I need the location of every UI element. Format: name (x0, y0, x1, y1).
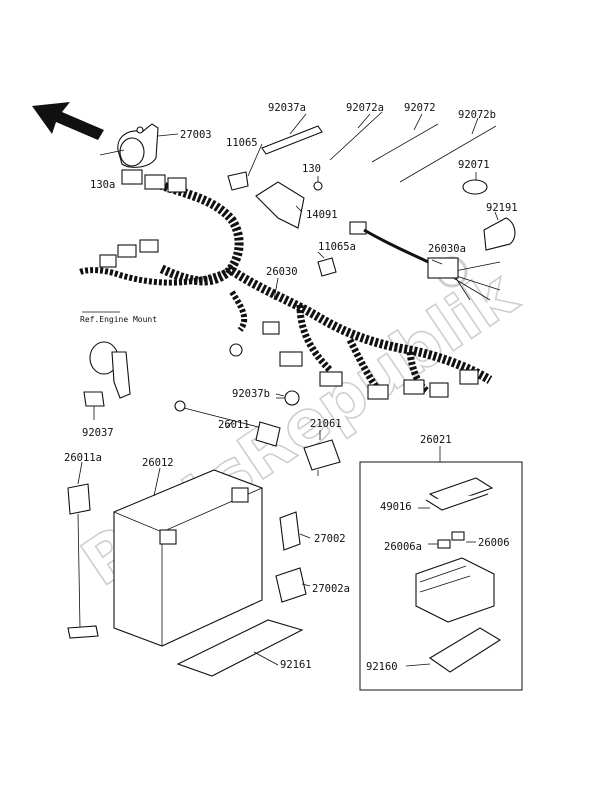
label-92161: 92161 (280, 659, 312, 671)
label-26012: 26012 (142, 457, 174, 469)
bands-and-ties (261, 111, 516, 251)
front-direction-arrow-icon (32, 102, 104, 140)
fuse-box-inset (359, 461, 523, 691)
label-26030: 26030 (266, 266, 298, 278)
label-92072a: 92072a (346, 102, 384, 114)
label-92160: 92160 (366, 661, 398, 673)
clamp-part (276, 390, 300, 406)
battery-cable-part (174, 400, 281, 447)
reference-note: Ref.Engine Mount (80, 315, 157, 324)
label-130: 130 (302, 163, 321, 175)
label-26021: 26021 (420, 434, 452, 446)
relay-part (303, 439, 341, 476)
label-26006a: 26006a (384, 541, 422, 553)
label-49016: 49016 (380, 501, 412, 513)
ground-cable-part (67, 483, 99, 639)
label-130a: 130a (90, 179, 115, 191)
label-11065a: 11065a (318, 241, 356, 253)
fuse-part (275, 511, 307, 603)
label-92191: 92191 (486, 202, 518, 214)
label-26006: 26006 (478, 537, 510, 549)
part-labels: 27003 130a 11065 92037a 92072a 92072 920… (64, 102, 518, 673)
label-92072b: 92072b (458, 109, 496, 121)
label-26011a: 26011a (64, 452, 102, 464)
label-11065: 11065 (226, 137, 258, 149)
label-27002a: 27002a (312, 583, 350, 595)
leader-lines (77, 113, 499, 667)
main-wiring-harness (78, 169, 493, 400)
label-26030a: 26030a (428, 243, 466, 255)
label-92072: 92072 (404, 102, 436, 114)
battery-mat-part (176, 619, 304, 677)
label-92037: 92037 (82, 427, 114, 439)
engine-mount-bracket (83, 341, 131, 407)
horn-part (99, 123, 159, 168)
sub-harness-part (349, 221, 501, 301)
label-26011: 26011 (218, 419, 250, 431)
label-21061: 21061 (310, 418, 342, 430)
label-27002: 27002 (314, 533, 346, 545)
label-92037b: 92037b (232, 388, 270, 400)
label-27003: 27003 (180, 129, 212, 141)
brackets (227, 171, 337, 277)
label-14091: 14091 (306, 209, 338, 221)
label-92037a: 92037a (268, 102, 306, 114)
battery-part (113, 469, 263, 647)
label-92071: 92071 (458, 159, 490, 171)
